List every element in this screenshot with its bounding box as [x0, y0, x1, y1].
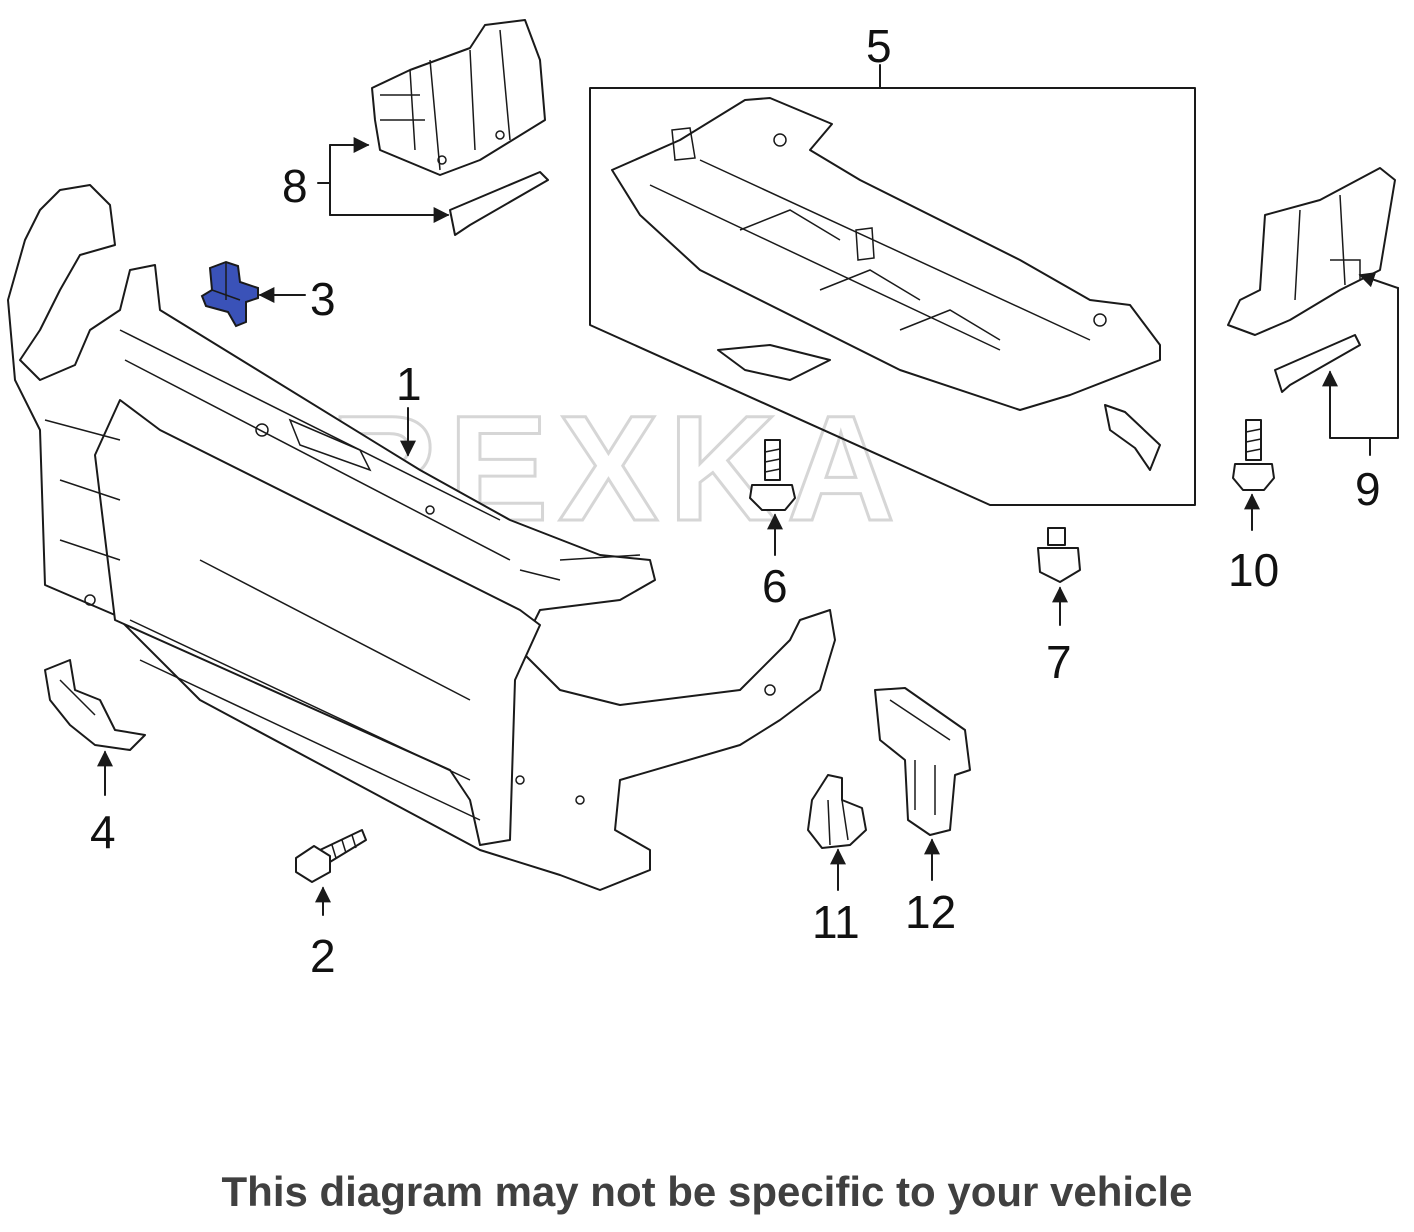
callout-11: 11 [812, 896, 860, 948]
callout-2: 2 [310, 930, 336, 982]
callout-5: 5 [866, 20, 892, 72]
callout-12: 12 [905, 886, 956, 938]
radiator-support-frame [7, 184, 836, 891]
clip-part-11 [807, 774, 867, 849]
callout-1: 1 [396, 358, 422, 410]
bolt-part-6 [749, 439, 796, 511]
callout-9: 9 [1355, 463, 1381, 515]
leader-lines [97, 64, 1399, 916]
bracket-part-4 [44, 659, 146, 751]
splash-shield-part-5 [589, 87, 1196, 506]
callout-7: 7 [1046, 636, 1072, 688]
side-panel-part-9 [1227, 167, 1396, 393]
callout-4: 4 [90, 806, 116, 858]
bolt-part-2 [295, 829, 367, 883]
clip-part-3-highlighted [200, 260, 259, 328]
callout-6: 6 [762, 560, 788, 612]
disclaimer-text: This diagram may not be specific to your… [221, 1168, 1193, 1215]
cover-bracket-part-8 [371, 19, 549, 236]
bolt-part-10 [1232, 419, 1275, 491]
clip-part-7 [1037, 527, 1081, 583]
bracket-part-12 [874, 687, 971, 836]
callout-10: 10 [1228, 544, 1279, 596]
callout-3: 3 [310, 273, 336, 325]
callout-8: 8 [282, 160, 308, 212]
